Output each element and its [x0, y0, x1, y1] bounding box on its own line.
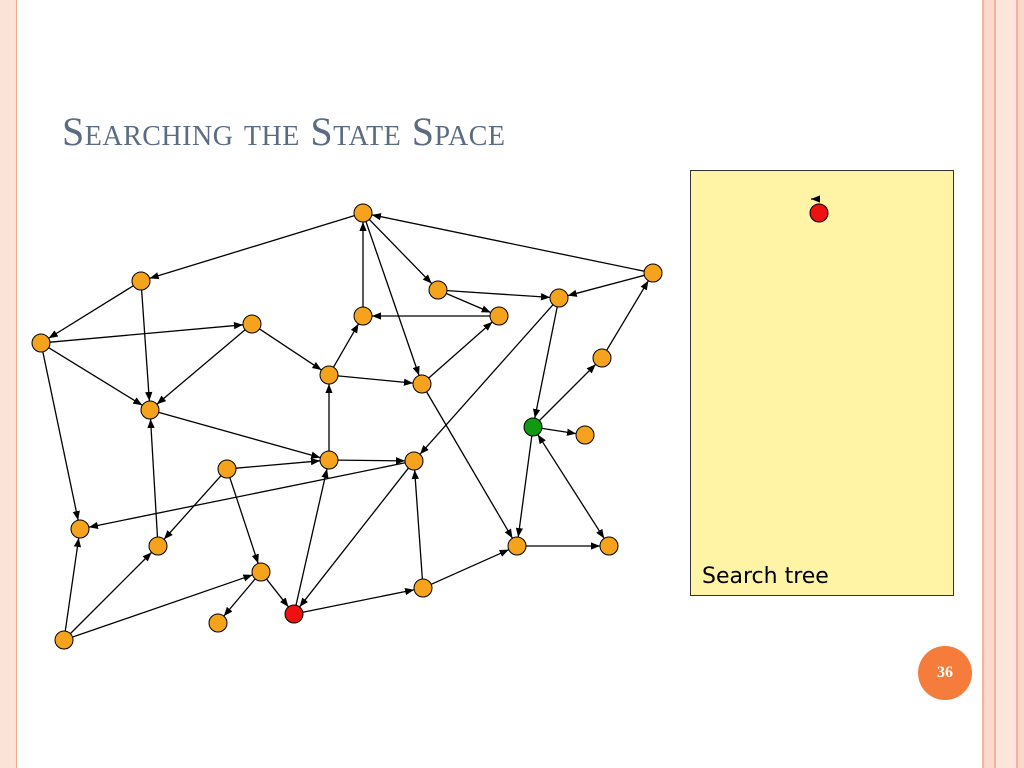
edge-n29-n20 — [430, 549, 510, 585]
edge-n2-n9 — [140, 289, 153, 402]
state-node — [31, 333, 51, 353]
state-node — [131, 271, 151, 291]
state-node — [507, 536, 527, 556]
edge-n7-n9 — [156, 329, 246, 405]
start-node — [284, 604, 304, 624]
edge-n24-n27 — [163, 475, 222, 540]
page-number: 36 — [937, 664, 953, 681]
edge-n3-n15 — [446, 289, 551, 301]
graph-nodes — [31, 203, 663, 650]
search-tree-label: Search tree — [702, 564, 829, 589]
goal-node — [523, 417, 543, 437]
state-node — [643, 263, 663, 283]
state-node — [208, 613, 228, 633]
search-tree-drawing — [809, 195, 829, 223]
state-node — [319, 365, 339, 385]
edge-n14-n20 — [425, 391, 514, 539]
tree-root-node — [809, 203, 829, 223]
edge-n26-n25 — [266, 578, 289, 608]
state-node — [353, 306, 373, 326]
edge-n6-n9 — [48, 347, 143, 406]
edge-n25-n10 — [295, 468, 329, 606]
edge-n22-n11 — [88, 462, 406, 529]
edge-n1-n3 — [368, 218, 433, 285]
state-node — [319, 450, 339, 470]
left-border — [0, 0, 17, 768]
slide-title: Searching the State Space — [62, 109, 506, 154]
right-border-stripes — [976, 0, 1024, 768]
edge-n3-n12 — [446, 292, 491, 314]
edge-n1-n2 — [149, 215, 355, 280]
edge-n14-n12 — [428, 321, 493, 379]
edge-n30-n27 — [69, 551, 153, 635]
state-node — [599, 536, 619, 556]
edge-n25-n29 — [302, 588, 415, 613]
edge-n13-n8 — [332, 323, 360, 368]
state-node — [242, 314, 262, 334]
edge-n22-n25 — [299, 467, 409, 608]
search-tree-nodes — [809, 195, 829, 223]
edge-n6-n11 — [42, 351, 80, 521]
edge-n7-n13 — [259, 328, 322, 371]
state-node — [353, 203, 373, 223]
state-node — [428, 280, 448, 300]
edge-n17-n20 — [515, 435, 533, 538]
edge-n15-n17 — [533, 306, 558, 419]
state-node — [140, 400, 160, 420]
state-node — [592, 348, 612, 368]
state-node — [413, 578, 433, 598]
edge-n6-n7 — [49, 321, 244, 343]
edge-n2-n6 — [48, 285, 134, 339]
state-node — [412, 374, 432, 394]
state-node — [148, 536, 168, 556]
edge-n30-n26 — [72, 574, 253, 638]
edge-n30-n11 — [64, 537, 82, 632]
search-tree-panel: Search tree — [690, 170, 954, 596]
state-node — [70, 519, 90, 539]
edge-n27-n9 — [147, 418, 159, 538]
state-node — [489, 306, 509, 326]
page-number-badge: 36 — [918, 646, 972, 700]
edge-n9-n10 — [158, 411, 321, 459]
edge-n5-n1 — [371, 213, 645, 272]
edge-n17-n16 — [538, 363, 597, 422]
edge-n15-n22 — [419, 304, 554, 455]
edge-n29-n22 — [411, 469, 424, 580]
edge-n10-n22 — [337, 457, 406, 465]
graph-edges — [42, 213, 649, 638]
edge-n17-n21 — [537, 434, 605, 539]
state-node — [54, 630, 74, 650]
edge-n24-n10 — [235, 457, 321, 469]
edge-n1-n14 — [365, 221, 420, 376]
state-node — [251, 562, 271, 582]
edge-n24-n26 — [229, 477, 259, 564]
state-node — [217, 459, 237, 479]
edge-n17-n19 — [541, 427, 577, 436]
state-node — [404, 451, 424, 471]
state-node — [549, 288, 569, 308]
edge-n5-n15 — [567, 274, 645, 297]
edge-n26-n28 — [223, 578, 256, 617]
state-node — [575, 425, 595, 445]
edge-n16-n5 — [606, 280, 649, 351]
edge-n13-n14 — [337, 375, 414, 386]
